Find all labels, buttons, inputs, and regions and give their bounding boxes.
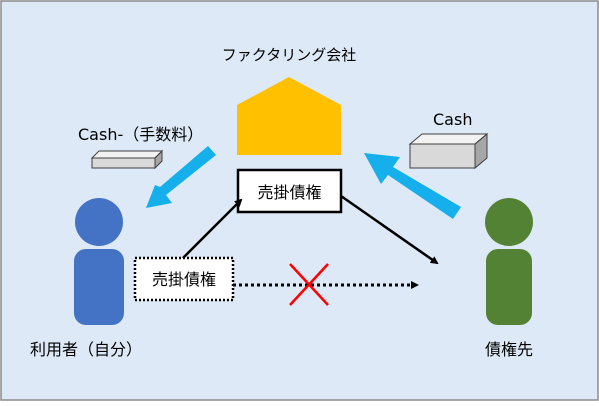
receivable-to-creditor-arrow bbox=[340, 194, 439, 265]
receivable-center-label: 売掛債権 bbox=[257, 183, 321, 202]
cash-box-left-icon bbox=[90, 149, 164, 170]
receivable-center-box bbox=[236, 168, 343, 214]
cash-to-user-label: Cash-（手数料） bbox=[78, 125, 203, 144]
cash-flow-to-user-arrow bbox=[146, 146, 216, 208]
receivable-transfer-arrow bbox=[182, 198, 243, 259]
creditor-person-icon bbox=[485, 198, 533, 325]
user-label: 利用者（自分） bbox=[30, 340, 142, 359]
cash-box-right-icon bbox=[408, 132, 489, 170]
receivable-left-label: 売掛債権 bbox=[152, 270, 216, 289]
creditor-label: 債権先 bbox=[485, 340, 533, 359]
company-house-icon bbox=[237, 77, 341, 155]
user-person-icon bbox=[74, 198, 124, 325]
company-label: ファクタリング会社 bbox=[222, 46, 356, 64]
cash-from-company-label: Cash bbox=[433, 110, 472, 129]
blocked-cross-icon bbox=[289, 263, 329, 306]
cash-flow-to-company-arrow bbox=[364, 153, 461, 219]
